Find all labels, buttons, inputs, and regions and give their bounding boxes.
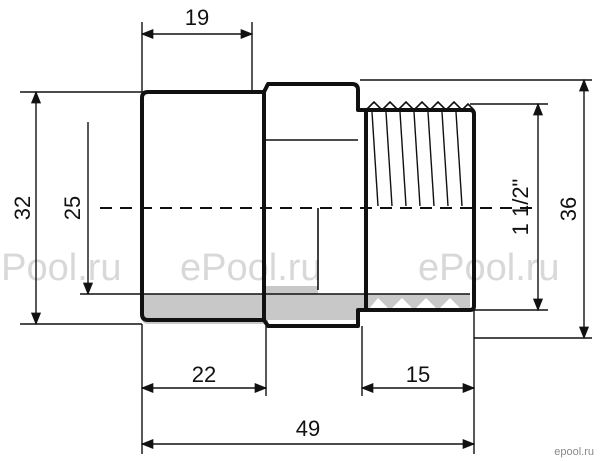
dim-overall: 49 xyxy=(140,416,476,450)
dim-left-inner-label: 25 xyxy=(60,196,85,220)
dim-bottom-left: 22 xyxy=(140,362,268,394)
watermark-2: ePool.ru xyxy=(180,247,322,289)
brand-logo: epool.ru xyxy=(554,446,594,458)
dim-top-width: 19 xyxy=(140,5,254,40)
dim-left-outer: 32 xyxy=(10,90,42,326)
thread-crests-top xyxy=(365,100,475,112)
dim-thread-label: 1 1/2" xyxy=(508,179,533,236)
dim-overall-label: 49 xyxy=(296,416,320,441)
section-fill xyxy=(142,286,470,324)
extension-lines xyxy=(20,22,592,454)
dim-left-inner: 25 xyxy=(60,122,94,296)
dim-top-width-label: 19 xyxy=(185,5,209,30)
dim-right: 36 xyxy=(556,78,590,340)
dim-bottom-right: 15 xyxy=(360,362,476,394)
socket-outline xyxy=(140,90,266,322)
dim-bottom-right-label: 15 xyxy=(406,362,430,387)
thread-hatching xyxy=(371,111,463,207)
dim-thread: 1 1/2" xyxy=(508,102,544,312)
brand-logo-text: epool.ru xyxy=(554,446,594,458)
dim-right-label: 36 xyxy=(556,197,581,221)
watermark-1: ePool.ru xyxy=(0,247,122,289)
dim-bottom-left-label: 22 xyxy=(192,362,216,387)
hex-outline xyxy=(262,82,368,328)
fitting-body xyxy=(140,82,476,328)
dim-left-outer-label: 32 xyxy=(10,196,35,220)
